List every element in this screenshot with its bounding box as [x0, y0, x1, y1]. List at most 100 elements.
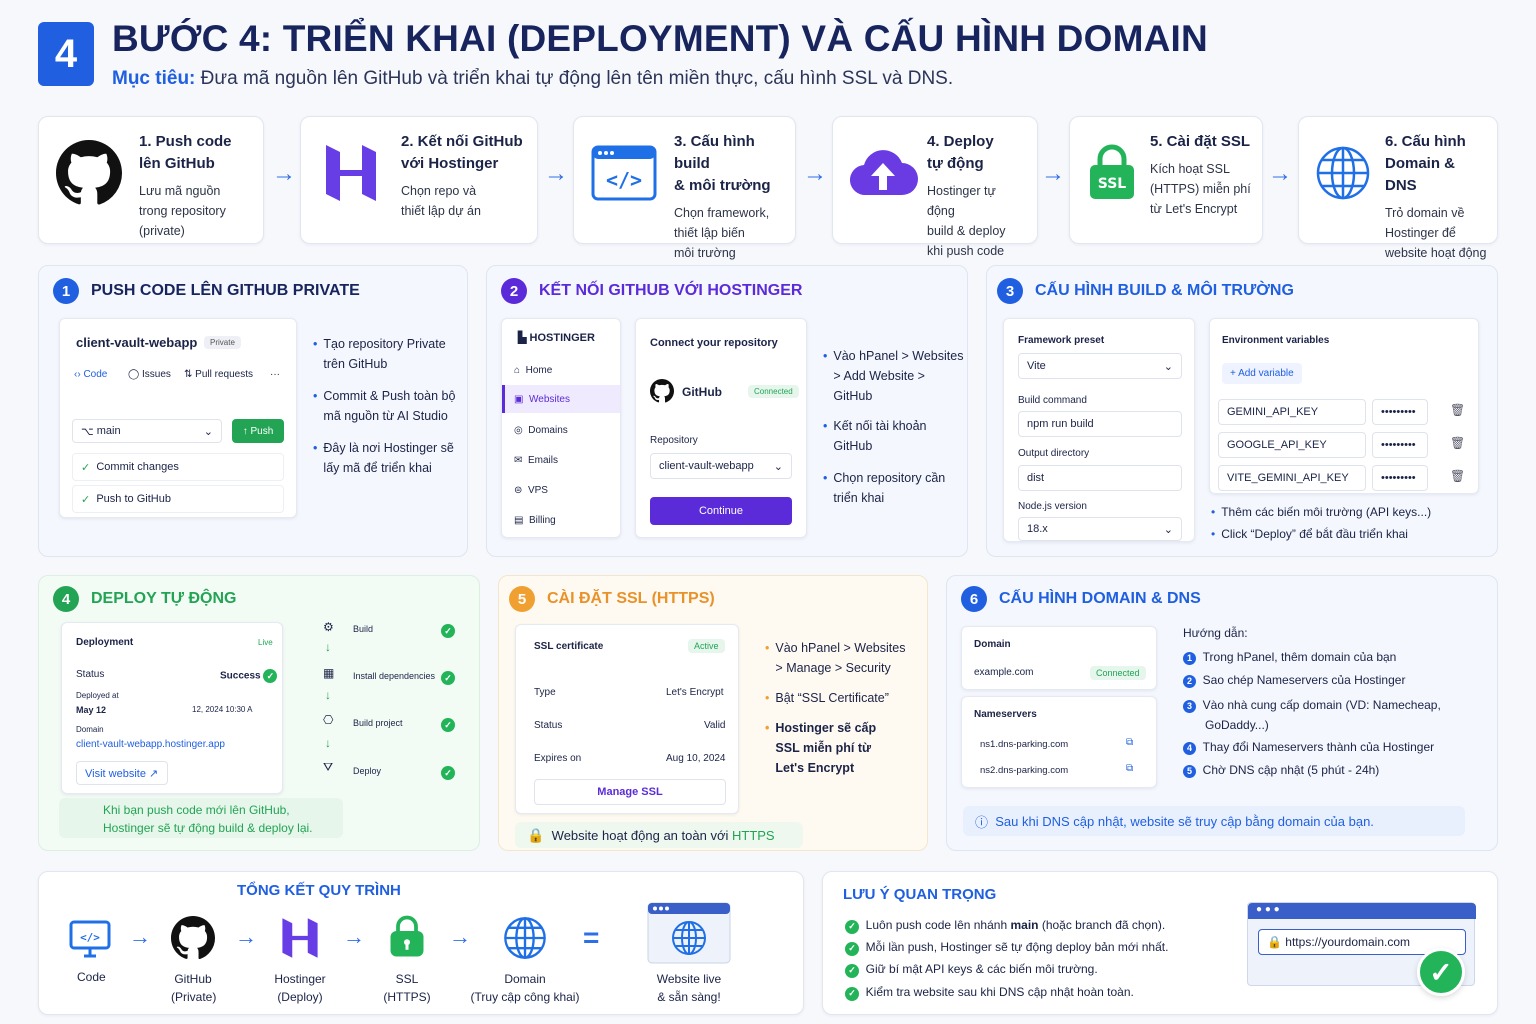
bullet-item: •Hostinger sẽ cấp SSL miễn phí từ Let's … [765, 721, 877, 775]
summary-label: Website live& sẵn sàng! [656, 972, 722, 1004]
env-key[interactable]: GOOGLE_API_KEY [1218, 432, 1366, 458]
trash-icon[interactable]: 🗑 [1450, 469, 1466, 483]
env-value[interactable]: ••••••••• [1372, 465, 1428, 491]
page-title: BƯỚC 4: TRIỂN KHAI (DEPLOYMENT) VÀ CẤU H… [112, 18, 1208, 59]
env-key[interactable]: VITE_GEMINI_API_KEY [1218, 465, 1366, 491]
check-icon: ✓ [441, 766, 455, 780]
output-dir-input[interactable]: dist [1018, 465, 1182, 491]
private-badge: Private [204, 336, 241, 349]
hostinger-brand: ▙ HOSTINGER [518, 332, 595, 344]
env-vars-card: Environment variables + Add variable GEM… [1209, 318, 1479, 494]
build-project-icon: ⎔ [323, 713, 334, 727]
nav-websites[interactable]: ▣ Websites [502, 385, 620, 413]
push-button[interactable]: ↑ Push [232, 419, 284, 443]
arrow-right-icon: → [235, 924, 257, 949]
visit-website-button[interactable]: Visit website ↗ [76, 761, 168, 785]
framework-select[interactable]: Vite⌄ [1018, 353, 1182, 379]
deployed-time: 12, 2024 10:30 A [192, 705, 253, 714]
cert-heading: SSL certificate [534, 641, 604, 652]
node-version-select[interactable]: 18.x⌄ [1018, 517, 1182, 541]
domain-link[interactable]: client-vault-webapp.hostinger.app [76, 739, 225, 750]
build-command-input[interactable]: npm run build [1018, 411, 1182, 437]
arrow-right-icon: → [1041, 160, 1065, 187]
tab-issues[interactable]: ◯ Issues [128, 369, 171, 380]
tab-pull-requests[interactable]: ⇅ Pull requests [184, 369, 253, 380]
repo-name[interactable]: client-vault-webapp [76, 335, 198, 350]
summary-label: Domain(Truy cập công khai) [470, 972, 580, 1004]
add-variable-button[interactable]: + Add variable [1222, 363, 1302, 384]
github-icon [171, 916, 216, 965]
env-heading: Environment variables [1222, 335, 1330, 346]
note-item: ✓ Luôn push code lên nhánh main (hoặc br… [845, 918, 1165, 934]
important-notes-panel: LƯU Ý QUAN TRỌNG ✓ Luôn push code lên nh… [822, 871, 1498, 1015]
github-label: GitHub [682, 385, 722, 399]
env-value[interactable]: ••••••••• [1372, 399, 1428, 425]
nav-emails[interactable]: ✉ Emails [514, 455, 558, 466]
connected-badge: Connected [1090, 666, 1146, 680]
trash-icon[interactable]: 🗑 [1450, 436, 1466, 450]
manage-ssl-button[interactable]: Manage SSL [534, 779, 726, 805]
arrow-right-icon: → [449, 924, 471, 949]
summary-label: SSL(HTTPS) [383, 972, 431, 1004]
bullet-item: •Kết nối tài khoản GitHub [823, 419, 927, 453]
globe-icon [503, 916, 547, 965]
deployed-at-label: Deployed at [76, 691, 119, 700]
arrow-right-icon: → [544, 160, 568, 187]
check-icon: ✓ [441, 624, 455, 638]
env-value[interactable]: ••••••••• [1372, 432, 1428, 458]
bullet-item: •Click “Deploy” để bắt đầu triển khai [1211, 527, 1408, 541]
nav-domains[interactable]: ◎ Domains [514, 425, 568, 436]
step-title: 5. Cài đặt SSL [1150, 133, 1251, 150]
page-subtitle: Mục tiêu: Đưa mã nguồn lên GitHub và tri… [112, 68, 953, 90]
nav-vps[interactable]: ⊜ VPS [514, 485, 548, 496]
globe-icon [1313, 137, 1373, 209]
arrow-right-icon: → [1268, 160, 1292, 187]
github-repo-mock: client-vault-webapp Private ‹› Code ◯ Is… [59, 318, 297, 518]
deployment-heading: Deployment [76, 637, 134, 648]
bullet-item: •Vào hPanel > Websites > Manage > Securi… [765, 641, 906, 675]
svg-text:SSL: SSL [1098, 176, 1127, 192]
hostinger-logo-icon [281, 916, 319, 965]
node-version-label: Node.js version [1018, 501, 1087, 512]
live-badge: Live [258, 638, 273, 647]
note-item: ✓ Giữ bí mật API keys & các biến môi trư… [845, 962, 1098, 978]
branch-select[interactable]: ⌥ main⌄ [72, 419, 222, 443]
env-key[interactable]: GEMINI_API_KEY [1218, 399, 1366, 425]
tab-code[interactable]: ‹› Code [74, 369, 108, 380]
browser-dots: ● ● ● [1248, 903, 1476, 919]
arrow-down-icon: ↓ [325, 736, 331, 750]
info-icon: ⓘ [975, 814, 989, 830]
type-label: Type [534, 687, 556, 698]
lock-icon: 🔒 [527, 826, 545, 843]
nav-billing[interactable]: ▤ Billing [514, 515, 556, 526]
nameserver: ns1.dns-parking.com [980, 739, 1069, 750]
nav-home[interactable]: ⌂ Home [514, 365, 553, 376]
pipeline-step: Build [353, 624, 374, 634]
build-icon: ⚙ [323, 620, 334, 634]
note-item: ✓ Kiểm tra website sau khi DNS cập nhật … [845, 985, 1134, 1001]
nameservers-label: Nameservers [974, 709, 1037, 720]
bullet-item: •Đây là nơi Hostinger sẽ lấy mã để triển… [313, 441, 454, 475]
more-icon[interactable]: ··· [270, 369, 280, 380]
continue-button[interactable]: Continue [650, 497, 792, 525]
arrow-right-icon: → [343, 924, 365, 949]
check-icon: ✓ [441, 718, 455, 732]
svg-text:</>: </> [80, 931, 100, 944]
domain-value: example.com [974, 667, 1034, 678]
pipeline-step: Install dependencies [353, 671, 436, 681]
copy-icon[interactable]: ⧉ [1126, 737, 1134, 748]
repository-select[interactable]: client-vault-webapp⌄ [650, 453, 792, 479]
trash-icon[interactable]: 🗑 [1450, 403, 1466, 417]
output-dir-label: Output directory [1018, 448, 1090, 459]
copy-icon[interactable]: ⧉ [1126, 763, 1134, 774]
summary-label: Code [77, 970, 106, 984]
